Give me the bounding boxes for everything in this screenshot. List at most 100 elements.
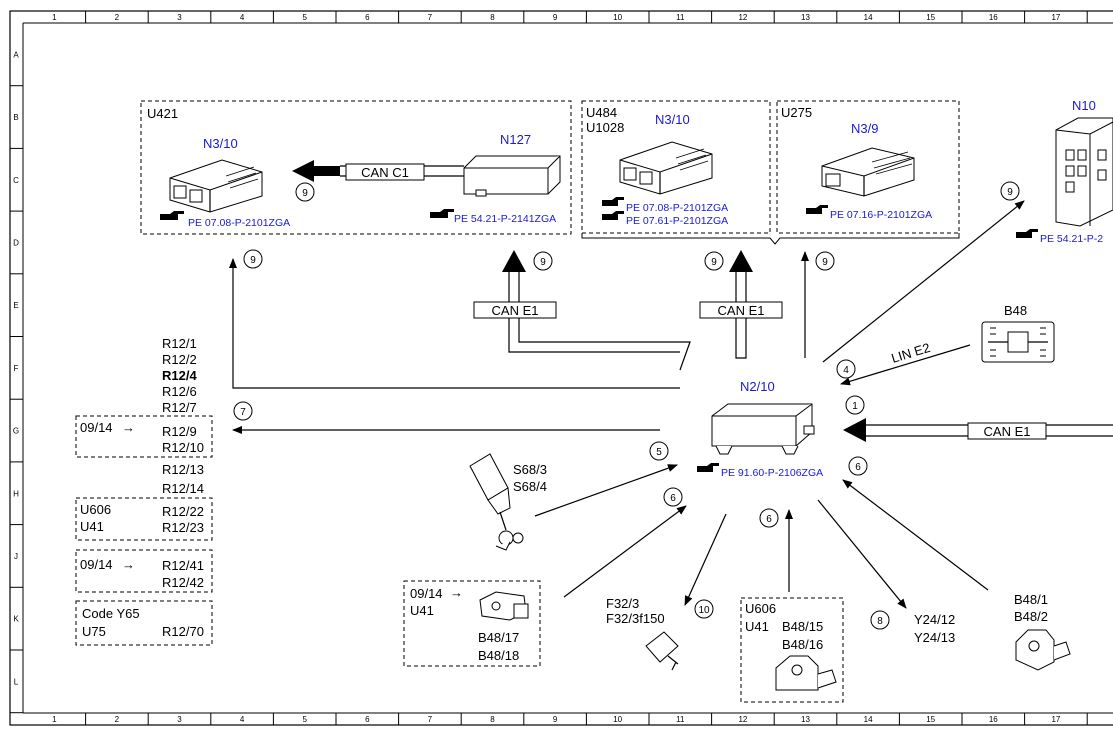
grid-col-top-15: 15 <box>926 13 935 22</box>
grid-ruler <box>10 11 1088 725</box>
ecu-module-icon <box>821 147 915 197</box>
u41-b: U41 <box>410 603 434 618</box>
ref-pe-0761: PE 07.61-P-2101ZGA <box>626 215 728 227</box>
can-e1-left-line-b <box>518 272 691 371</box>
signal-circle-9-mid <box>704 251 724 271</box>
grid-row-F: F <box>14 364 19 373</box>
b48-17: B48/17 <box>478 630 519 645</box>
group-0914-b <box>75 549 213 593</box>
grid-col-bottom-3: 3 <box>177 715 182 724</box>
signal-circle-9-u275 <box>815 251 835 271</box>
signal-9-n10: 9 <box>1007 187 1013 198</box>
group-code-y65 <box>75 600 213 646</box>
signal-circle-6-right <box>848 456 868 476</box>
b48-label: B48 <box>1004 303 1027 318</box>
n3-9-label: N3/9 <box>851 121 878 136</box>
grid-col-top-10: 10 <box>613 13 622 22</box>
u41-a: U41 <box>80 519 104 534</box>
group-b48-17 <box>403 580 541 667</box>
r12-42: R12/42 <box>162 575 204 590</box>
grid-col-bottom-15: 15 <box>926 715 935 724</box>
sensor-icon-b48-15 <box>775 655 837 691</box>
grid-row-D: D <box>13 239 19 248</box>
b48-1: B48/1 <box>1014 592 1048 607</box>
can-e1-mid-label: CAN E1 <box>718 303 765 318</box>
u606-a: U606 <box>80 502 111 517</box>
r12-7: R12/7 <box>162 400 197 415</box>
date-0914-c: 09/14 <box>410 586 443 601</box>
control-unit-icon-n127 <box>463 155 561 197</box>
signal-6-left: 6 <box>670 493 676 504</box>
r12-23: R12/23 <box>162 520 204 535</box>
n3-10-left-label: N3/10 <box>203 136 238 151</box>
ecu-module-icon <box>169 159 263 213</box>
can-e1-left-label: CAN E1 <box>492 303 539 318</box>
wire-to-y24 <box>817 499 907 609</box>
can-e1-mid-arrowhead <box>729 250 753 272</box>
signal-10: 10 <box>698 605 710 616</box>
wire-lin-e2 <box>840 344 971 386</box>
ref-pe-9160: PE 91.60-P-2106ZGA <box>721 467 823 479</box>
grid-col-bottom-9: 9 <box>553 715 558 724</box>
grid-col-bottom-6: 6 <box>365 715 370 724</box>
n3-10-mid-label: N3/10 <box>655 112 690 127</box>
grid-col-bottom-8: 8 <box>490 715 495 724</box>
signal-circle-7 <box>233 401 253 421</box>
r12-22: R12/22 <box>162 504 204 519</box>
grid-row-A: A <box>13 50 19 59</box>
can-e1-left-arrowhead <box>502 250 526 272</box>
grid-col-bottom-11: 11 <box>676 715 685 724</box>
u75: U75 <box>82 624 106 639</box>
u606-b: U606 <box>745 601 776 616</box>
signal-7: 7 <box>240 407 246 418</box>
date-0914-b: 09/14 <box>80 557 113 572</box>
grid-col-bottom-2: 2 <box>115 715 120 724</box>
grid-col-bottom-17: 17 <box>1051 715 1060 724</box>
hand-pointer-icon <box>1016 229 1038 238</box>
grid-col-top-7: 7 <box>428 13 433 22</box>
b48-16: B48/16 <box>782 637 823 652</box>
ref-pe-0708-left: PE 07.08-P-2101ZGA <box>188 217 290 229</box>
grid-row-B: B <box>13 113 18 122</box>
n10-label: N10 <box>1072 98 1096 113</box>
r12-9: R12/9 <box>162 424 197 439</box>
signal-9-u275: 9 <box>822 257 828 268</box>
r12-4: R12/4 <box>162 368 197 383</box>
r12-6: R12/6 <box>162 384 197 399</box>
u484-group-box <box>581 100 771 234</box>
ref-pe-0716: PE 07.16-P-2101ZGA <box>830 209 932 221</box>
signal-9-mid: 9 <box>711 257 717 268</box>
grid-row-C: C <box>13 176 19 185</box>
r12-70: R12/70 <box>162 624 204 639</box>
control-unit-icon-n2-10 <box>711 403 815 455</box>
grid-row-E: E <box>13 301 18 310</box>
signal-circle-10 <box>694 599 714 619</box>
grid-col-top-8: 8 <box>490 13 495 22</box>
wire-from-b48-1 <box>842 479 989 591</box>
can-e1-mid-box <box>699 301 783 319</box>
signal-circle-1 <box>845 395 865 415</box>
r12-1: R12/1 <box>162 336 197 351</box>
drawing-frame <box>9 10 1113 726</box>
hand-pointer-icon <box>602 211 624 220</box>
wire-to-n10 <box>822 200 1025 363</box>
can-e1-left-line-a <box>508 272 680 353</box>
can-c1-arrowhead <box>292 160 340 182</box>
grid-col-bottom-10: 10 <box>613 715 622 724</box>
signal-circle-9-n127 <box>533 251 553 271</box>
r12-14: R12/14 <box>162 481 204 496</box>
can-c1-label: CAN C1 <box>361 165 409 180</box>
group-b48-15 <box>740 597 844 703</box>
grid-col-top-6: 6 <box>365 13 370 22</box>
hand-pointer-icon <box>430 209 454 218</box>
can-c1-box <box>345 163 425 181</box>
signal-8: 8 <box>877 616 883 627</box>
ref-pe-5421-n10: PE 54.21-P-2 <box>1040 233 1103 245</box>
can-e1-right-box <box>967 422 1047 440</box>
s68-3: S68/3 <box>513 462 547 477</box>
signal-circle-8 <box>870 610 890 630</box>
sensor-icon-b48 <box>981 321 1055 363</box>
grid-col-top-9: 9 <box>553 13 558 22</box>
